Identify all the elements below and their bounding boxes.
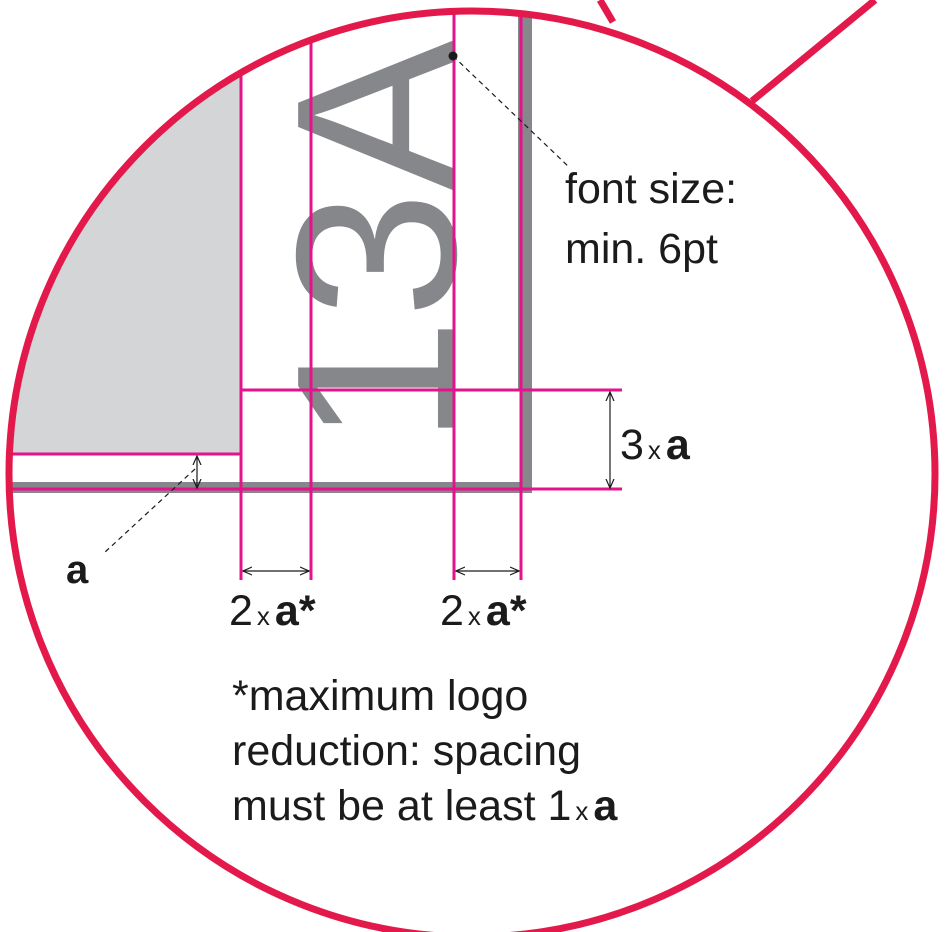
font-size-point (448, 51, 458, 61)
font-note-line1: font size: (565, 165, 737, 213)
gray-panel (9, 70, 241, 454)
magnifier-leader-left (596, 0, 617, 24)
logo-text: 13A (250, 39, 504, 445)
footnote-line2: reduction: spacing (232, 727, 581, 775)
margin-label: a (66, 548, 89, 592)
font-note-line2: min. 6pt (565, 225, 718, 273)
magnifier-circle (5, 7, 939, 932)
margin-strip (9, 454, 241, 482)
guide-lines (9, 11, 622, 580)
footnote-line1: *maximum logo (232, 672, 528, 720)
magnifier-leader-right (749, 0, 878, 104)
logo-box (241, 390, 521, 482)
margin-leader (103, 468, 196, 554)
